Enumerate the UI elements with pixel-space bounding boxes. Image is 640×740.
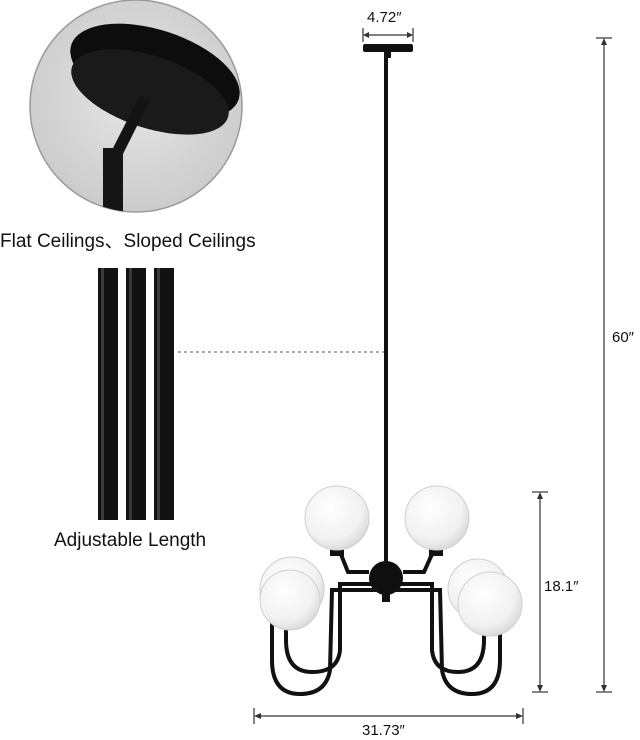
body-height-dimension: 18.1″ bbox=[544, 578, 579, 595]
dimension-lines bbox=[253, 28, 612, 724]
sloped-ceiling-inset bbox=[29, 0, 243, 213]
total-height-dimension: 60″ bbox=[612, 329, 634, 346]
body-width-dimension: 31.73″ bbox=[362, 722, 405, 739]
canopy-width-dimension: 4.72″ bbox=[367, 9, 402, 26]
adjustable-length-label: Adjustable Length bbox=[54, 530, 207, 551]
adjustable-rods bbox=[98, 268, 174, 520]
chandelier-fixture bbox=[259, 44, 523, 697]
mount-types-label: Flat Ceilings、Sloped Ceilings bbox=[0, 231, 256, 252]
